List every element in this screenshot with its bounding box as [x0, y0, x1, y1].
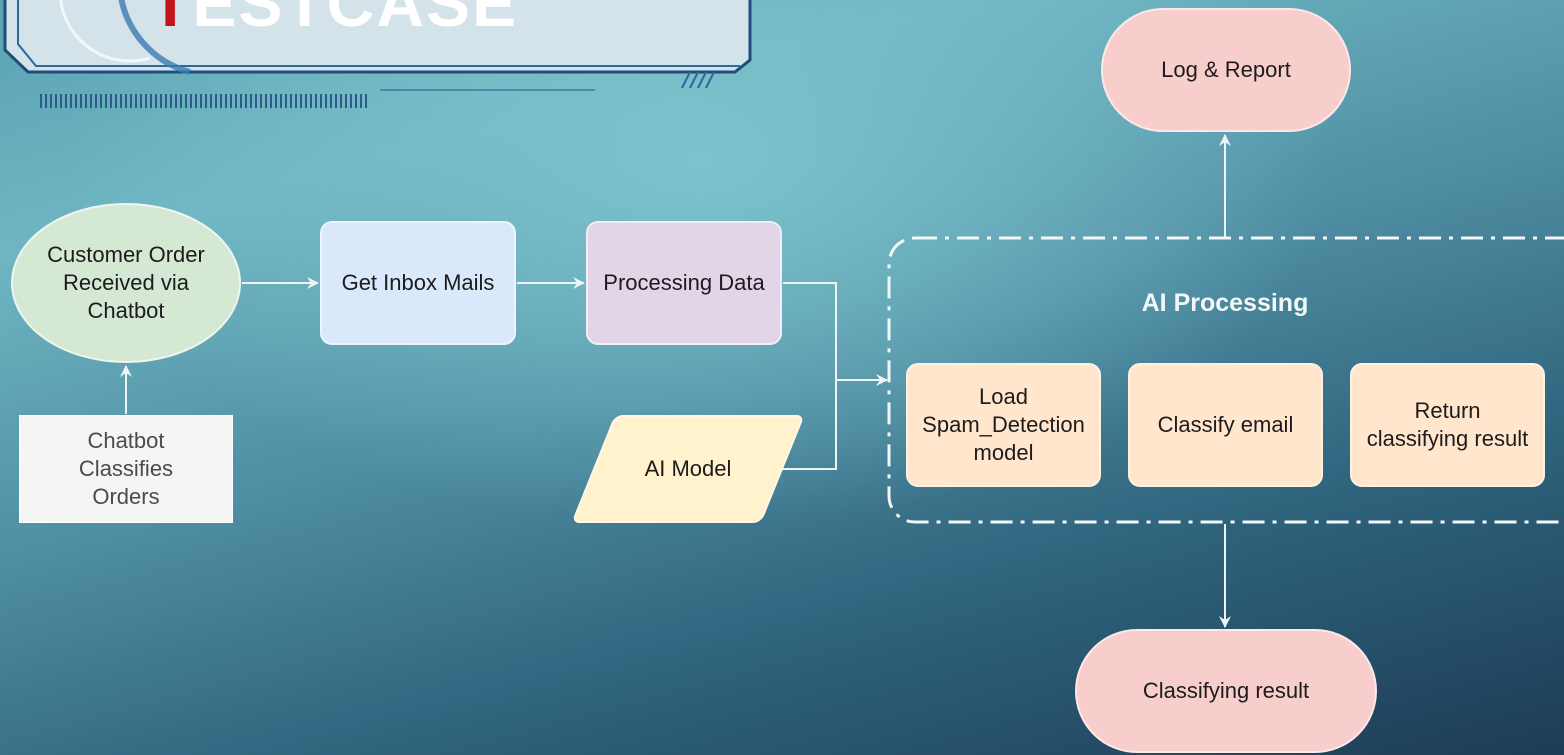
- edge-processing-to-ai-group: [783, 282, 888, 386]
- node-load-model-label: Load Spam_Detection model: [922, 384, 1085, 465]
- node-get-inbox-mails-label: Get Inbox Mails: [341, 270, 495, 295]
- node-processing-data-label: Processing Data: [603, 270, 765, 295]
- node-return-result: Return classifying result: [1350, 363, 1545, 487]
- node-customer-order: Customer Order Received via Chatbot: [11, 203, 241, 363]
- node-return-result-label: Return classifying result: [1366, 398, 1529, 451]
- node-get-inbox-mails: Get Inbox Mails: [320, 221, 516, 345]
- banner-title-rest: ESTCASE: [192, 0, 519, 40]
- title-banner: TESTCASE: [0, 0, 770, 115]
- node-log-report: Log & Report: [1101, 8, 1351, 132]
- edge-ai-model-to-ai-group: [764, 380, 837, 470]
- banner-title-first-letter: T: [150, 0, 193, 40]
- node-customer-order-label: Customer Order Received via Chatbot: [47, 242, 205, 323]
- banner-frame: [3, 0, 752, 108]
- node-log-report-label: Log & Report: [1161, 57, 1291, 82]
- ai-processing-group-frame: [887, 236, 1564, 524]
- node-classifying-result-label: Classifying result: [1142, 678, 1310, 703]
- node-chatbot-classifies-label: Chatbot Classifies Orders: [78, 428, 174, 509]
- ai-processing-title: AI Processing: [1141, 289, 1309, 317]
- banner-title: TESTCASE: [150, 0, 518, 38]
- node-classify-email: Classify email: [1128, 363, 1323, 487]
- node-load-model: Load Spam_Detection model: [906, 363, 1101, 487]
- node-chatbot-classifies: Chatbot Classifies Orders: [19, 415, 233, 523]
- node-ai-model-label: AI Model: [644, 456, 732, 481]
- node-classify-email-label: Classify email: [1157, 412, 1294, 437]
- node-classifying-result: Classifying result: [1075, 629, 1377, 753]
- node-ai-model: AI Model: [571, 415, 805, 523]
- node-processing-data: Processing Data: [586, 221, 782, 345]
